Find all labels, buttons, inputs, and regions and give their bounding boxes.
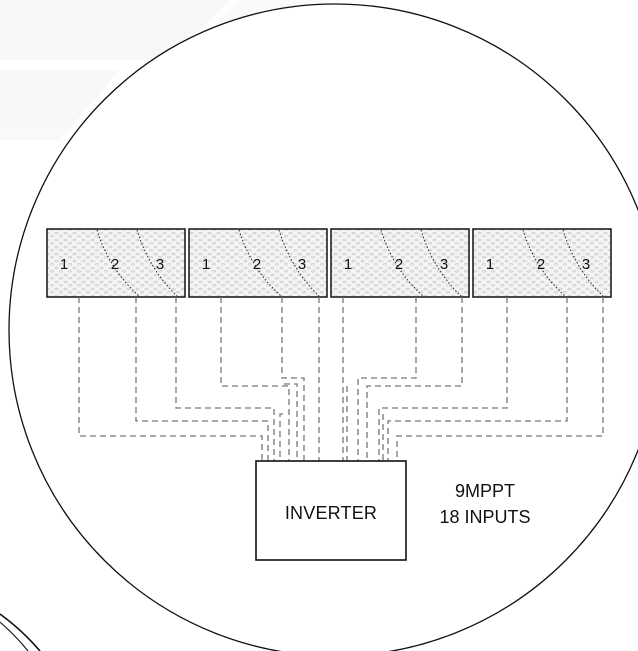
zone-number-label: 2	[253, 256, 261, 273]
string-wire	[281, 297, 305, 461]
zone-number-label: 3	[582, 256, 590, 273]
zone-number-label: 2	[537, 256, 545, 273]
string-wiring	[78, 297, 604, 461]
string-wire	[387, 297, 568, 461]
zone-number-label: 2	[395, 256, 403, 273]
inverter-box	[255, 460, 407, 561]
zone-number-label: 1	[202, 256, 210, 273]
diagram-circle-frame	[8, 3, 638, 651]
zone-divider	[380, 229, 424, 297]
zone-number-label: 3	[298, 256, 306, 273]
solar-panel-1: 1 2 3	[46, 228, 186, 298]
solar-panel-3: 1 2 3	[330, 228, 470, 298]
string-wire	[175, 297, 275, 461]
zone-divider	[562, 229, 604, 297]
zone-divider	[96, 229, 140, 297]
string-wire	[78, 297, 263, 461]
zone-number-label: 3	[440, 256, 448, 273]
solar-panel-4: 1 2 3	[472, 228, 612, 298]
zone-number-label: 2	[111, 256, 119, 273]
string-wire	[284, 383, 298, 461]
panel-frame	[188, 228, 328, 298]
panel-frame	[472, 228, 612, 298]
zone-divider	[522, 229, 566, 297]
zone-number-label: 1	[60, 256, 68, 273]
string-wire	[378, 297, 508, 461]
zone-divider	[136, 229, 178, 297]
background-arc-inner	[0, 621, 29, 651]
string-wire	[366, 297, 463, 461]
string-wire	[220, 297, 290, 461]
panel-frame	[330, 228, 470, 298]
zone-divider	[278, 229, 320, 297]
inverter-label: INVERTER	[285, 503, 377, 523]
background-arc	[0, 613, 41, 651]
string-wire	[279, 413, 283, 461]
solar-panel-row: 1 2 3 1 2 3 1 2 3 1 2 3	[46, 228, 612, 298]
string-wire	[357, 297, 417, 461]
zone-divider	[238, 229, 282, 297]
solar-panel-2: 1 2 3	[188, 228, 328, 298]
zone-number-label: 1	[344, 256, 352, 273]
string-wire	[396, 297, 604, 461]
mppt-count-label: 9MPPT	[455, 481, 515, 501]
zone-number-label: 3	[156, 256, 164, 273]
panel-frame	[46, 228, 186, 298]
zone-divider	[420, 229, 462, 297]
zone-number-label: 1	[486, 256, 494, 273]
input-count-label: 18 INPUTS	[439, 507, 530, 527]
string-wire	[135, 297, 269, 461]
